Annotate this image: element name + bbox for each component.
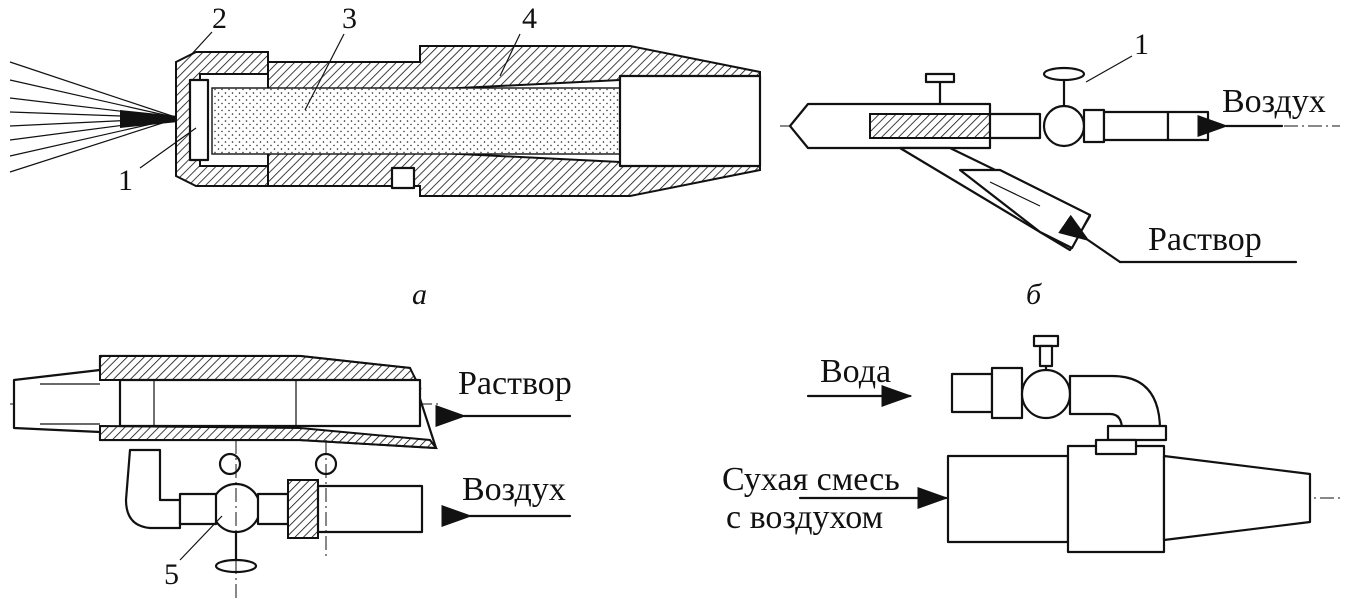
water-valve-body (1020, 368, 1072, 420)
callout-1: 1 (118, 164, 133, 197)
water-elbow (1068, 374, 1162, 432)
callout-4: 4 (522, 2, 537, 35)
air-elbow (124, 448, 182, 530)
air-connector (287, 479, 319, 539)
caption-a: а (412, 278, 427, 311)
valve-handle-small (924, 72, 956, 84)
tube-lug (390, 166, 416, 190)
panel-b-nozzle: 1 Воздух Раствор б (780, 28, 1340, 311)
air-hose-fitting (316, 484, 424, 534)
caption-b: б (1026, 278, 1042, 311)
label-mortar-c: Раствор (458, 365, 572, 402)
label-air-b: Воздух (1222, 83, 1326, 120)
air-valve-handwheel (1042, 66, 1086, 82)
callout-2: 2 (212, 2, 227, 35)
dry-mix-pipe (946, 454, 1070, 544)
label-mortar-b: Раствор (1148, 221, 1262, 258)
water-coupling (990, 366, 1024, 420)
nozzle-disc (188, 78, 210, 162)
panel-a-nozzle: 2 3 4 1 а (9, 2, 762, 311)
air-coupling (1102, 110, 1170, 142)
label-air-c: Воздух (462, 471, 566, 508)
air-valve-body (1042, 104, 1086, 148)
discharge-cone (1162, 454, 1312, 542)
tube-bore (211, 87, 625, 155)
panel-d-nozzle: Вода Сухая смесь с воздухом (722, 334, 1340, 554)
spray-jet (9, 61, 179, 173)
label-dry-mix-2: с воздухом (726, 499, 883, 536)
panel-c-nozzle: 5 Раствор Воздух (10, 354, 572, 598)
air-pipe (988, 112, 1042, 140)
tube-end (618, 74, 762, 168)
mixing-chamber (1066, 444, 1166, 554)
callout-b-1: 1 (1134, 28, 1149, 61)
water-pipe-inlet (950, 372, 994, 414)
callout-c-5: 5 (164, 558, 179, 591)
label-dry-mix-1: Сухая смесь (722, 461, 900, 498)
label-water: Вода (820, 353, 891, 390)
callout-3: 3 (342, 2, 357, 35)
